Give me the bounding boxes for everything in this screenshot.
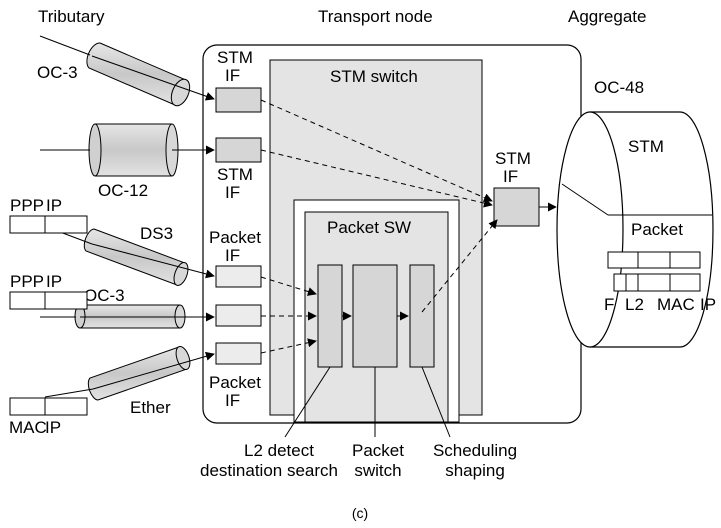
- stm-if-2-line2: IF: [225, 183, 240, 202]
- ether-label: Ether: [130, 398, 171, 417]
- dashed-flows: [260, 99, 498, 354]
- ether-line: [92, 351, 215, 390]
- packet-switch-line2: switch: [354, 461, 401, 480]
- ds3-cylinder: [83, 228, 189, 286]
- oc3-top-line-in: [39, 35, 91, 56]
- header-aggregate: Aggregate: [568, 7, 646, 26]
- frame-2-ppp: PPP: [10, 272, 44, 291]
- scheduling-block: [409, 264, 435, 368]
- frame-mac-ip: MAC IP: [9, 397, 88, 437]
- frame-mac: MAC: [9, 418, 47, 437]
- oc48-label: OC-48: [594, 78, 644, 97]
- stm-if-right-line1: STM: [495, 149, 531, 168]
- oc3-top-line: [91, 55, 215, 101]
- oc12-label: OC-12: [98, 181, 148, 200]
- field-l2: L2: [625, 295, 644, 314]
- oc12-cylinder: [88, 123, 179, 177]
- ds3-line: [91, 243, 215, 279]
- packet-if-1-line2: IF: [225, 246, 240, 265]
- stm-if-2-line1: STM: [217, 165, 253, 184]
- field-f: F: [604, 295, 614, 314]
- packet-sw-label: Packet SW: [327, 218, 411, 237]
- oc3-top-cylinder: [86, 42, 191, 107]
- header-transport-node: Transport node: [318, 7, 433, 26]
- aggregate-packet-frame: [607, 251, 701, 292]
- packet-if-box-3: [215, 342, 262, 365]
- ether-cylinder: [87, 345, 191, 401]
- stm-label: STM: [628, 137, 664, 156]
- stm-if-1-line2: IF: [225, 66, 240, 85]
- figure-caption: (c): [352, 505, 368, 521]
- frame-1-ip: IP: [46, 196, 62, 215]
- packet-label: Packet: [631, 220, 683, 239]
- scheduling-line1: Scheduling: [433, 441, 517, 460]
- scheduling-line2: shaping: [445, 461, 505, 480]
- packet-if-1-line1: Packet: [209, 228, 261, 247]
- oc3-top-label: OC-3: [37, 63, 78, 82]
- packet-if-2-line2: IF: [225, 391, 240, 410]
- l2-detect-block: [317, 264, 343, 368]
- packet-switch-block: [352, 264, 398, 368]
- frame-2-ip: IP: [46, 272, 62, 291]
- ds3-label: DS3: [140, 224, 173, 243]
- packet-switch-line1: Packet: [352, 441, 404, 460]
- stm-if-1-line1: STM: [217, 48, 253, 67]
- frame-ppp-ip-1: PPP IP: [9, 196, 88, 234]
- ds3-line-in: [59, 231, 93, 245]
- frame-1-ppp: PPP: [10, 196, 44, 215]
- frame-ppp-ip-2: PPP IP: [9, 272, 88, 310]
- oc3-bottom-label: OC-3: [84, 286, 125, 305]
- field-mac: MAC: [657, 295, 695, 314]
- stm-if-box-1: [215, 87, 262, 113]
- l2-detect-pointer: [284, 366, 331, 438]
- header-tributary: Tributary: [38, 7, 105, 26]
- ether-line-in: [44, 388, 94, 398]
- stm-if-box-right: [493, 187, 540, 227]
- l2-detect-line1: L2 detect: [244, 441, 314, 460]
- field-ip: IP: [700, 295, 716, 314]
- frame-ip: IP: [45, 418, 61, 437]
- stm-if-box-2: [215, 137, 262, 163]
- stm-switch-label: STM switch: [330, 67, 418, 86]
- scheduling-pointer: [421, 366, 451, 438]
- packet-if-2-line1: Packet: [209, 373, 261, 392]
- packet-if-box-2: [215, 304, 262, 327]
- l2-detect-line2: destination search: [200, 461, 338, 480]
- packet-if-box-1: [215, 265, 262, 288]
- stm-if-right-line2: IF: [503, 167, 518, 186]
